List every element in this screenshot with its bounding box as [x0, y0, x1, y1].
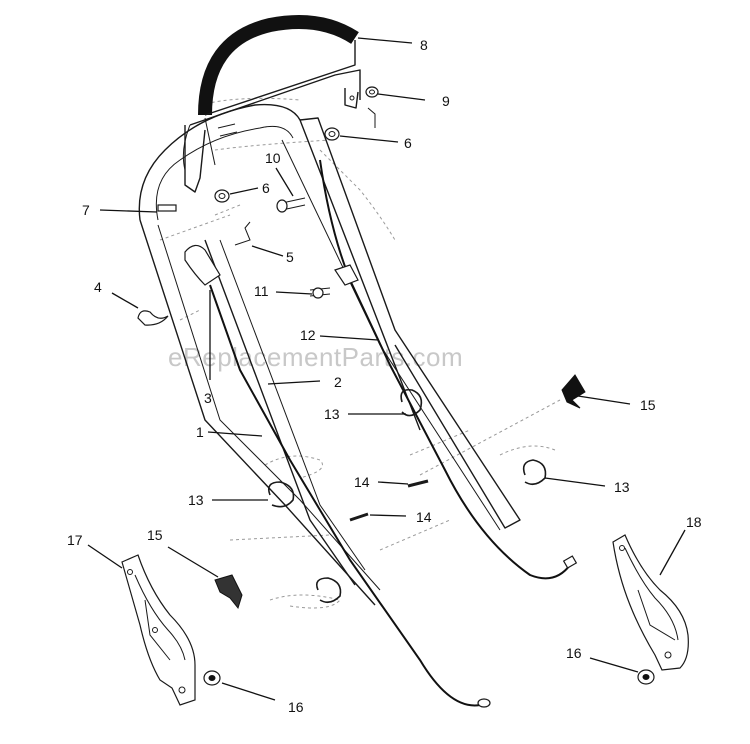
upper-handle-bar: [182, 14, 361, 193]
hardware-parts: [137, 86, 586, 610]
callout-2: 2: [334, 374, 342, 390]
callout-8: 8: [420, 37, 428, 53]
callout-3: 3: [204, 390, 212, 406]
callout-17: 17: [67, 532, 83, 548]
control-cable: [209, 159, 578, 708]
callout-4: 4: [94, 279, 102, 295]
exploded-view-guides: [159, 97, 561, 609]
callout-6b: 6: [262, 180, 270, 196]
callout-16b: 16: [288, 699, 304, 715]
callout-labels: 8 9 6 10 6 7 5 4 11 12 2 3 15 13 1 14 13…: [67, 37, 702, 715]
callout-9: 9: [442, 93, 450, 109]
callout-10: 10: [265, 150, 281, 166]
callout-14a: 14: [354, 474, 370, 490]
callout-7: 7: [82, 202, 90, 218]
callout-13a: 13: [324, 406, 340, 422]
left-bracket: [121, 554, 196, 706]
callout-15a: 15: [640, 397, 656, 413]
callout-1: 1: [196, 424, 204, 440]
callout-12: 12: [300, 327, 316, 343]
callout-11: 11: [254, 283, 269, 299]
callout-16a: 16: [566, 645, 582, 661]
callout-15b: 15: [147, 527, 163, 543]
callout-5: 5: [286, 249, 294, 265]
leader-lines: [87, 37, 686, 701]
flange-nuts: [203, 669, 655, 686]
callout-13b: 13: [188, 492, 204, 508]
callout-6a: 6: [404, 135, 412, 151]
right-bracket: [612, 534, 689, 671]
callout-13c: 13: [614, 479, 630, 495]
callout-14b: 14: [416, 509, 432, 525]
callout-18: 18: [686, 514, 702, 530]
